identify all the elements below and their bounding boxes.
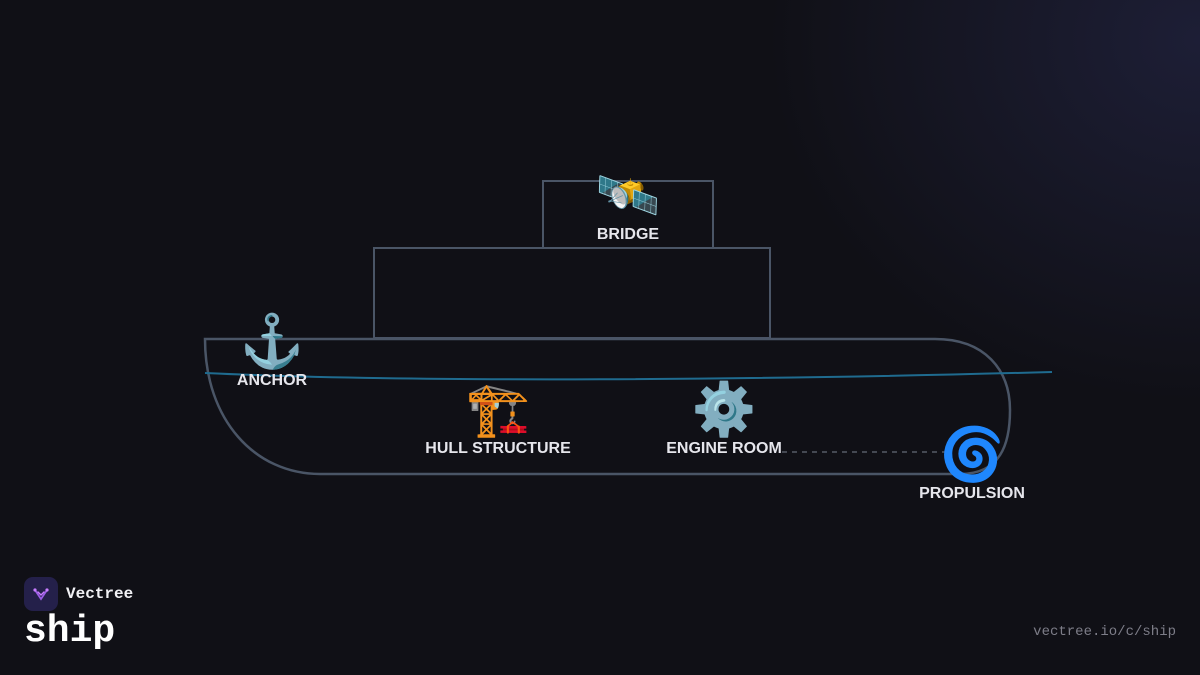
node-hull-structure[interactable]: 🏗️ HULL STRUCTURE xyxy=(425,382,570,458)
node-label: BRIDGE xyxy=(596,226,660,243)
page-url[interactable]: vectree.io/c/ship xyxy=(1033,624,1176,640)
satellite-dish-icon: 🛰️ xyxy=(595,167,661,225)
brand-name: Vectree xyxy=(66,585,134,603)
gear-icon: ⚙️ xyxy=(691,381,757,439)
cyclone-icon: 🌀 xyxy=(939,426,1005,484)
node-label: ANCHOR xyxy=(236,372,308,389)
node-label: PROPULSION xyxy=(919,485,1025,502)
brand[interactable]: Vectree xyxy=(24,577,133,611)
node-engine-room[interactable]: ⚙️ ENGINE ROOM xyxy=(666,382,782,458)
node-label: ENGINE ROOM xyxy=(666,440,782,457)
node-propulsion[interactable]: 🌀 PROPULSION xyxy=(919,427,1025,503)
vectree-logo-icon xyxy=(24,577,58,611)
crane-icon: 🏗️ xyxy=(465,381,531,439)
hull-outline xyxy=(203,337,1012,476)
node-label: HULL STRUCTURE xyxy=(425,440,571,457)
page-title: ship xyxy=(24,610,116,653)
node-bridge[interactable]: 🛰️ BRIDGE xyxy=(596,168,661,244)
anchor-icon: ⚓ xyxy=(239,313,305,371)
superstructure xyxy=(373,247,771,339)
node-anchor[interactable]: ⚓ ANCHOR xyxy=(237,314,307,390)
waterline xyxy=(204,371,1053,381)
